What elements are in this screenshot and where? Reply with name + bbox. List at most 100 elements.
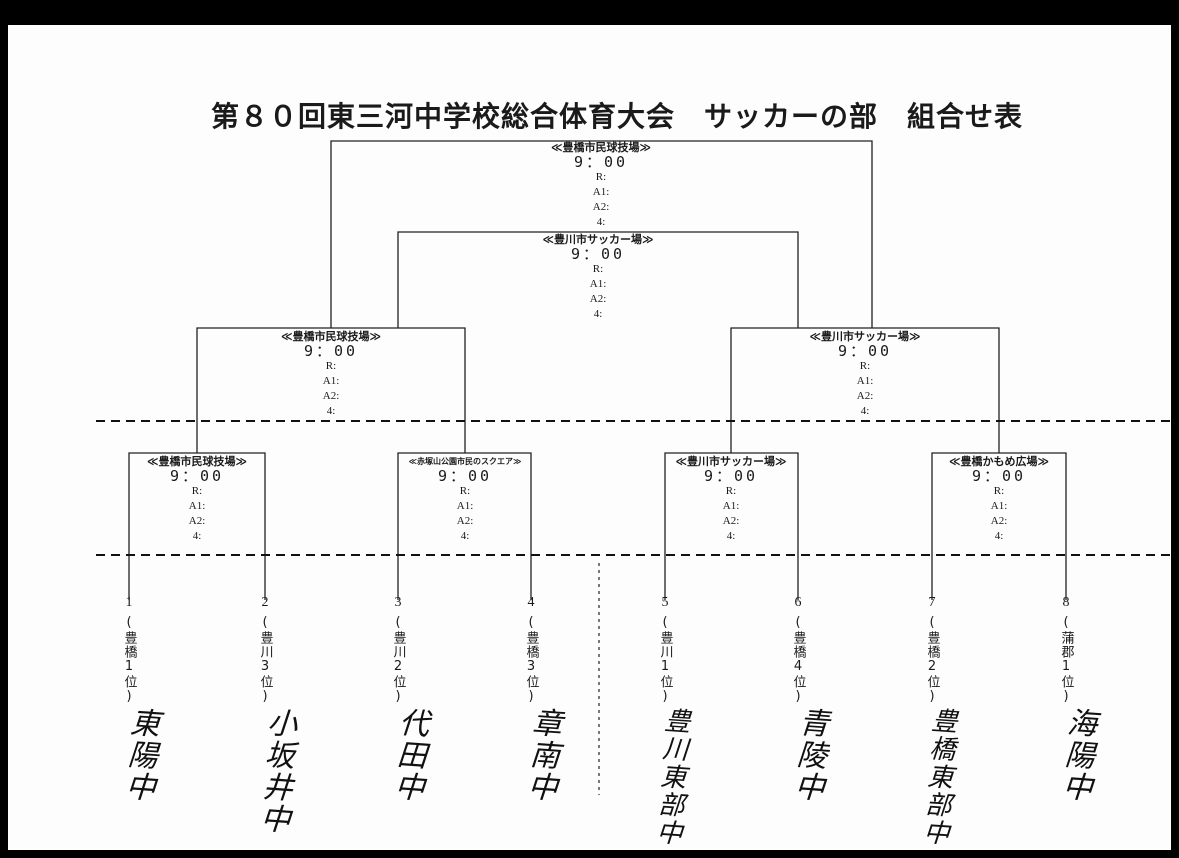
role-assistant-2: A2: xyxy=(592,201,610,213)
qf4-connector xyxy=(931,452,1067,600)
officials-list: R: A1: A2: 4: xyxy=(542,262,653,322)
team-slot-1: 1 (豊橋1位) 東陽中 xyxy=(117,595,161,804)
team-slot-6: 6 (豊橋4位) 青陵中 xyxy=(786,595,830,804)
team-slot-4: 4 (豊橋3位) 章南中 xyxy=(519,595,563,804)
semi-left-connector xyxy=(196,327,466,453)
team-slot-2: 2 (豊川3位) 小坂井中 xyxy=(253,595,298,836)
qf3-connector xyxy=(664,452,799,600)
school-name: 代田中 xyxy=(387,705,430,805)
venue-label: ≪豊橋市民球技場≫ xyxy=(146,455,248,468)
match-time: 9：00 xyxy=(437,467,493,485)
role-assistant-1: A1: xyxy=(456,500,474,512)
page-title: 第８０回東三河中学校総合体育大会 サッカーの部 組合せ表 xyxy=(210,100,1023,133)
venue-label: ≪豊川市サッカー場≫ xyxy=(675,455,787,468)
match-qf2: ≪赤塚山公園市民のスクエア≫ 9：00 R: A1: A2: 4: xyxy=(409,454,522,544)
team-slot-8: 8 (蒲郡1位) 海陽中 xyxy=(1054,595,1098,804)
role-assistant-2: A2: xyxy=(188,515,206,527)
match-third-place: ≪豊川市サッカー場≫ 9：00 R: A1: A2: 4: xyxy=(542,232,653,322)
venue-label: ≪豊川市サッカー場≫ xyxy=(809,330,921,343)
match-time: 9：00 xyxy=(303,342,359,360)
role-referee: R: xyxy=(191,485,203,497)
team-slot-7: 7 (豊橋2位) 豊橋東部中 xyxy=(918,595,958,848)
role-referee: R: xyxy=(592,263,604,275)
match-time: 9：00 xyxy=(573,153,629,171)
officials-list: R: A1: A2: 4: xyxy=(147,484,247,544)
team-slot-3: 3 (豊川2位) 代田中 xyxy=(386,595,430,804)
role-referee: R: xyxy=(325,360,337,372)
venue-label: ≪豊川市サッカー場≫ xyxy=(542,233,654,246)
qf1-connector xyxy=(128,452,266,600)
qualifier-label: (豊川3位) xyxy=(257,615,273,705)
role-fourth: 4: xyxy=(726,530,736,542)
match-time: 9：00 xyxy=(169,467,225,485)
role-referee: R: xyxy=(859,360,871,372)
role-assistant-1: A1: xyxy=(188,500,206,512)
role-assistant-1: A1: xyxy=(322,375,340,387)
bracket-sheet: 第８０回東三河中学校総合体育大会 サッカーの部 組合せ表 ≪豊橋市民球技場≫ 9… xyxy=(8,25,1171,850)
role-fourth: 4: xyxy=(596,216,606,228)
school-name: 章南中 xyxy=(520,705,563,805)
seed-number: 5 xyxy=(661,595,669,610)
seed-number: 3 xyxy=(394,595,402,610)
qualifier-label: (豊橋2位) xyxy=(924,615,940,705)
final-connector xyxy=(330,140,873,328)
role-assistant-2: A2: xyxy=(856,390,874,402)
role-assistant-2: A2: xyxy=(722,515,740,527)
school-name: 青陵中 xyxy=(787,705,830,805)
venue-label: ≪豊橋市民球技場≫ xyxy=(280,330,382,343)
venue-label: ≪豊橋かもめ広場≫ xyxy=(948,455,1050,468)
match-final: ≪豊橋市民球技場≫ 9：00 R: A1: A2: 4: xyxy=(551,140,651,230)
qualifier-label: (豊橋1位) xyxy=(121,615,137,705)
role-assistant-1: A1: xyxy=(589,278,607,290)
role-assistant-2: A2: xyxy=(990,515,1008,527)
role-fourth: 4: xyxy=(994,530,1004,542)
seed-number: 2 xyxy=(261,595,269,610)
match-qf3: ≪豊川市サッカー場≫ 9：00 R: A1: A2: 4: xyxy=(675,454,786,544)
officials-list: R: A1: A2: 4: xyxy=(949,484,1049,544)
officials-list: R: A1: A2: 4: xyxy=(409,484,522,544)
venue-label: ≪赤塚山公園市民のスクエア≫ xyxy=(408,457,522,466)
qualifier-label: (豊川1位) xyxy=(657,615,673,705)
role-assistant-1: A1: xyxy=(856,375,874,387)
role-referee: R: xyxy=(459,485,471,497)
qualifier-label: (豊橋4位) xyxy=(790,615,806,705)
match-time: 9：00 xyxy=(570,245,626,263)
match-time: 9：00 xyxy=(837,342,893,360)
role-assistant-1: A1: xyxy=(990,500,1008,512)
role-referee: R: xyxy=(595,171,607,183)
match-qf4: ≪豊橋かもめ広場≫ 9：00 R: A1: A2: 4: xyxy=(949,454,1049,544)
seed-number: 4 xyxy=(527,595,535,610)
role-fourth: 4: xyxy=(460,530,470,542)
role-assistant-2: A2: xyxy=(322,390,340,402)
qualifier-label: (蒲郡1位) xyxy=(1058,615,1074,705)
seed-number: 7 xyxy=(928,595,936,610)
match-qf1: ≪豊橋市民球技場≫ 9：00 R: A1: A2: 4: xyxy=(147,454,247,544)
role-fourth: 4: xyxy=(326,405,336,417)
semi-right-connector xyxy=(730,327,1000,453)
role-assistant-1: A1: xyxy=(592,186,610,198)
role-referee: R: xyxy=(993,485,1005,497)
role-assistant-2: A2: xyxy=(589,293,607,305)
seed-number: 8 xyxy=(1062,595,1070,610)
match-semi-left: ≪豊橋市民球技場≫ 9：00 R: A1: A2: 4: xyxy=(281,329,381,419)
role-referee: R: xyxy=(725,485,737,497)
qualifier-label: (豊橋3位) xyxy=(523,615,539,705)
third-place-connector xyxy=(397,231,799,328)
officials-list: R: A1: A2: 4: xyxy=(281,359,381,419)
team-slot-5: 5 (豊川1位) 豊川東部中 xyxy=(651,595,691,848)
match-time: 9：00 xyxy=(971,467,1027,485)
officials-list: R: A1: A2: 4: xyxy=(675,484,786,544)
qualifier-label: (豊川2位) xyxy=(390,615,406,705)
venue-label: ≪豊橋市民球技場≫ xyxy=(550,141,652,154)
officials-list: R: A1: A2: 4: xyxy=(809,359,920,419)
seed-number: 6 xyxy=(794,595,802,610)
role-fourth: 4: xyxy=(192,530,202,542)
school-name: 海陽中 xyxy=(1055,705,1098,805)
match-semi-right: ≪豊川市サッカー場≫ 9：00 R: A1: A2: 4: xyxy=(809,329,920,419)
school-name: 小坂井中 xyxy=(253,705,298,837)
role-fourth: 4: xyxy=(860,405,870,417)
role-assistant-2: A2: xyxy=(456,515,474,527)
qf2-connector xyxy=(397,452,532,600)
match-time: 9：00 xyxy=(703,467,759,485)
seed-number: 1 xyxy=(125,595,133,610)
